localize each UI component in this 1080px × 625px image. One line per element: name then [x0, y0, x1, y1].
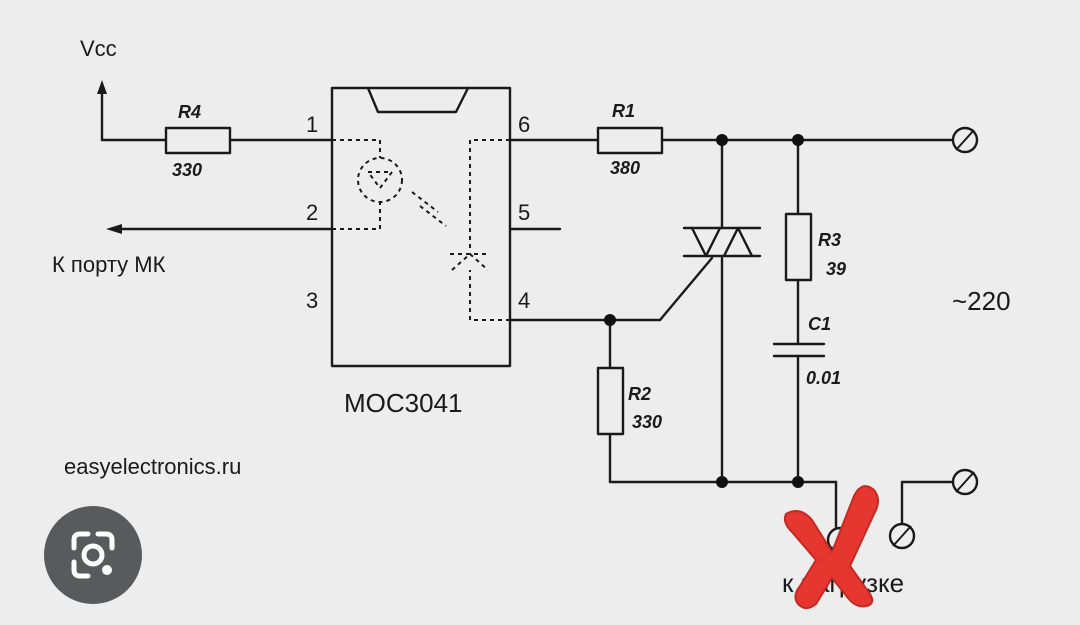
pin-1-label: 1 — [306, 112, 318, 137]
vcc-line — [97, 80, 334, 142]
terminal-top — [951, 126, 979, 154]
moc3041-chip — [330, 86, 562, 368]
gate-line — [508, 256, 838, 530]
junction-dot — [792, 476, 804, 488]
junction-dot — [604, 314, 616, 326]
pin-2-label: 2 — [306, 200, 318, 225]
r3-resistor — [784, 212, 813, 282]
r4-value: 330 — [172, 160, 202, 180]
google-lens-button[interactable] — [44, 506, 142, 604]
r3-name: R3 — [818, 230, 841, 250]
snubber-branch — [772, 138, 826, 484]
r3-value: 39 — [826, 259, 846, 279]
r4-name: R4 — [178, 102, 201, 122]
triac — [682, 138, 762, 484]
c1-value: 0.01 — [806, 368, 841, 388]
pin-4-label: 4 — [518, 288, 530, 313]
chip-label: MOC3041 — [344, 388, 463, 418]
load-terminal-right — [888, 522, 916, 550]
junction-dot — [716, 476, 728, 488]
terminal-bottom — [900, 468, 979, 528]
r1-value: 380 — [610, 158, 640, 178]
pin-3-label: 3 — [306, 288, 318, 313]
r2-name: R2 — [628, 384, 651, 404]
r1-resistor — [596, 126, 664, 155]
vcc-label: Vcc — [80, 36, 117, 61]
r4-resistor — [164, 126, 232, 155]
c1-name: C1 — [808, 314, 831, 334]
red-x-icon — [783, 485, 879, 609]
pin-5-label: 5 — [518, 200, 530, 225]
r1-name: R1 — [612, 101, 635, 121]
google-lens-icon — [71, 531, 115, 579]
r2-resistor — [596, 366, 625, 436]
mk-port-label: К порту МК — [52, 252, 166, 277]
mk-port-line — [106, 224, 334, 234]
mains-label: ~220 — [952, 286, 1011, 316]
junction-dot — [716, 134, 728, 146]
site-label: easyelectronics.ru — [64, 454, 241, 479]
junction-dot — [792, 134, 804, 146]
pin-6-label: 6 — [518, 112, 530, 137]
r2-value: 330 — [632, 412, 662, 432]
